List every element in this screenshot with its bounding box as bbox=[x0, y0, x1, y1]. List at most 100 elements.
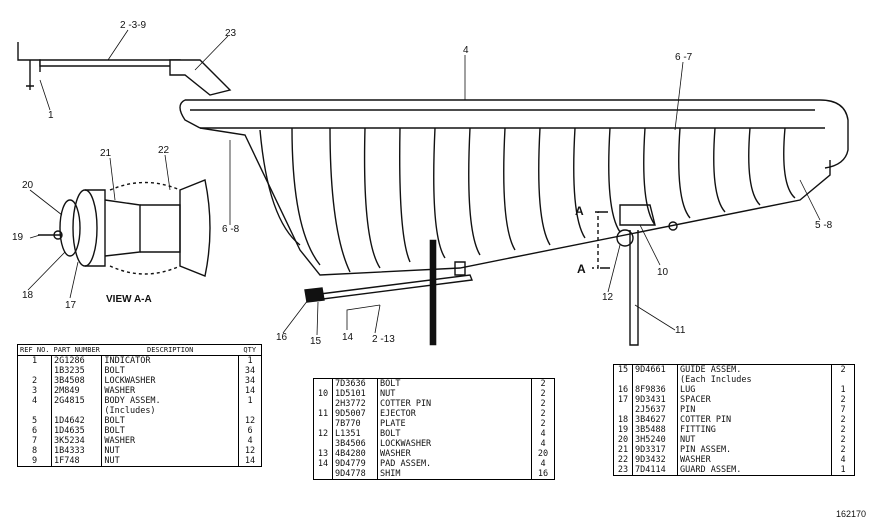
description-cell: WASHER bbox=[380, 449, 411, 459]
description-cell: BOLT bbox=[380, 379, 401, 389]
header-ref: REF NO. bbox=[17, 344, 52, 356]
ejector-rod bbox=[629, 230, 639, 346]
description-cell: PIN bbox=[680, 405, 696, 415]
callout-20: 20 bbox=[22, 180, 34, 191]
description-cell: NUT bbox=[380, 389, 396, 399]
body-outline bbox=[199, 127, 831, 276]
ref-cell: 1 bbox=[17, 355, 53, 366]
ref-cell bbox=[313, 439, 333, 449]
ref-cell: 21 bbox=[613, 445, 633, 455]
callout-11: 11 bbox=[675, 325, 686, 336]
qty-cell bbox=[238, 406, 262, 416]
ref-cell bbox=[613, 375, 633, 385]
ref-cell: 14 bbox=[313, 459, 333, 469]
ref-cell bbox=[313, 399, 333, 409]
ref-cell: 6 bbox=[17, 426, 53, 436]
header-description: DESCRIPTION bbox=[101, 344, 239, 356]
header-part-number: PART NUMBER bbox=[51, 344, 102, 356]
qty-cell: 1 bbox=[238, 355, 262, 366]
qty-cell: 1 bbox=[238, 396, 262, 406]
ref-cell bbox=[17, 366, 53, 376]
callout-6-7: 6 -7 bbox=[675, 52, 693, 63]
qty-cell: 1 bbox=[831, 385, 855, 395]
qty-cell: 4 bbox=[831, 455, 855, 465]
qty-cell: 34 bbox=[238, 366, 262, 376]
description-cell: BOLT bbox=[380, 429, 401, 439]
description-cell: SHIM bbox=[380, 469, 401, 479]
callout-6-8: 6 -8 bbox=[222, 224, 240, 235]
part-number-cell: 3B4508 bbox=[51, 376, 103, 386]
description-cell: LOCKWASHER bbox=[104, 376, 156, 386]
qty-cell: 7 bbox=[831, 405, 855, 415]
callout-10: 10 bbox=[657, 267, 669, 278]
qty-cell: 2 bbox=[831, 425, 855, 435]
callout-a-bottom: A bbox=[577, 262, 586, 276]
callout-19: 19 bbox=[12, 232, 24, 243]
callout-4: 4 bbox=[463, 45, 469, 56]
description-cell: BOLT bbox=[104, 416, 125, 426]
part-number-cell: 3B4506 bbox=[332, 439, 378, 449]
qty-cell: 1 bbox=[831, 465, 855, 476]
part-number-cell: 9D3317 bbox=[632, 445, 678, 455]
guard-assembly bbox=[169, 59, 232, 96]
part-number-cell: 2G1286 bbox=[51, 355, 103, 366]
callout-17: 17 bbox=[65, 300, 77, 311]
qty-cell: 34 bbox=[238, 376, 262, 386]
qty-cell: 2 bbox=[531, 409, 555, 419]
part-number-cell: 9D4779 bbox=[332, 459, 378, 469]
description-cell: GUARD ASSEM. bbox=[680, 465, 742, 475]
header-qty: QTY bbox=[238, 344, 262, 356]
qty-cell: 4 bbox=[531, 429, 555, 439]
description-cell: INDICATOR bbox=[104, 356, 151, 366]
part-number-cell: 4B4280 bbox=[332, 449, 378, 459]
part-number-cell: 2M849 bbox=[51, 386, 103, 396]
description-cell: EJECTOR bbox=[380, 409, 416, 419]
qty-cell: 2 bbox=[831, 364, 855, 375]
ref-cell: 5 bbox=[17, 416, 53, 426]
callout-18: 18 bbox=[22, 290, 34, 301]
description-cell: COTTER PIN bbox=[380, 399, 432, 409]
ref-cell: 17 bbox=[613, 395, 633, 405]
part-number-cell: 3B4627 bbox=[632, 415, 678, 425]
table-row: (Each Includes bbox=[613, 375, 855, 385]
ref-cell: 4 bbox=[17, 396, 53, 406]
body-ribs bbox=[259, 127, 796, 273]
part-number-cell: 2J5637 bbox=[632, 405, 678, 415]
description-cell: WASHER bbox=[104, 386, 136, 396]
callout-5-8: 5 -8 bbox=[815, 220, 833, 231]
description-cell: BOLT bbox=[104, 366, 125, 376]
part-number-cell: 2G4815 bbox=[51, 396, 103, 406]
callout-2-3-9: 2 -3-9 bbox=[120, 20, 147, 31]
ref-cell: 16 bbox=[613, 385, 633, 395]
callout-12: 12 bbox=[602, 292, 614, 303]
part-number-cell bbox=[632, 375, 678, 385]
qty-cell: 14 bbox=[238, 456, 262, 467]
description-cell: NUT bbox=[104, 456, 120, 466]
description-cell: (Each Includes bbox=[680, 375, 752, 385]
part-number-cell: 3B5488 bbox=[632, 425, 678, 435]
part-number-cell: 1D5101 bbox=[332, 389, 378, 399]
part-number-cell: 7D3636 bbox=[332, 378, 378, 389]
callout-2-13: 2 -13 bbox=[372, 334, 395, 345]
callout-16: 16 bbox=[276, 332, 288, 343]
